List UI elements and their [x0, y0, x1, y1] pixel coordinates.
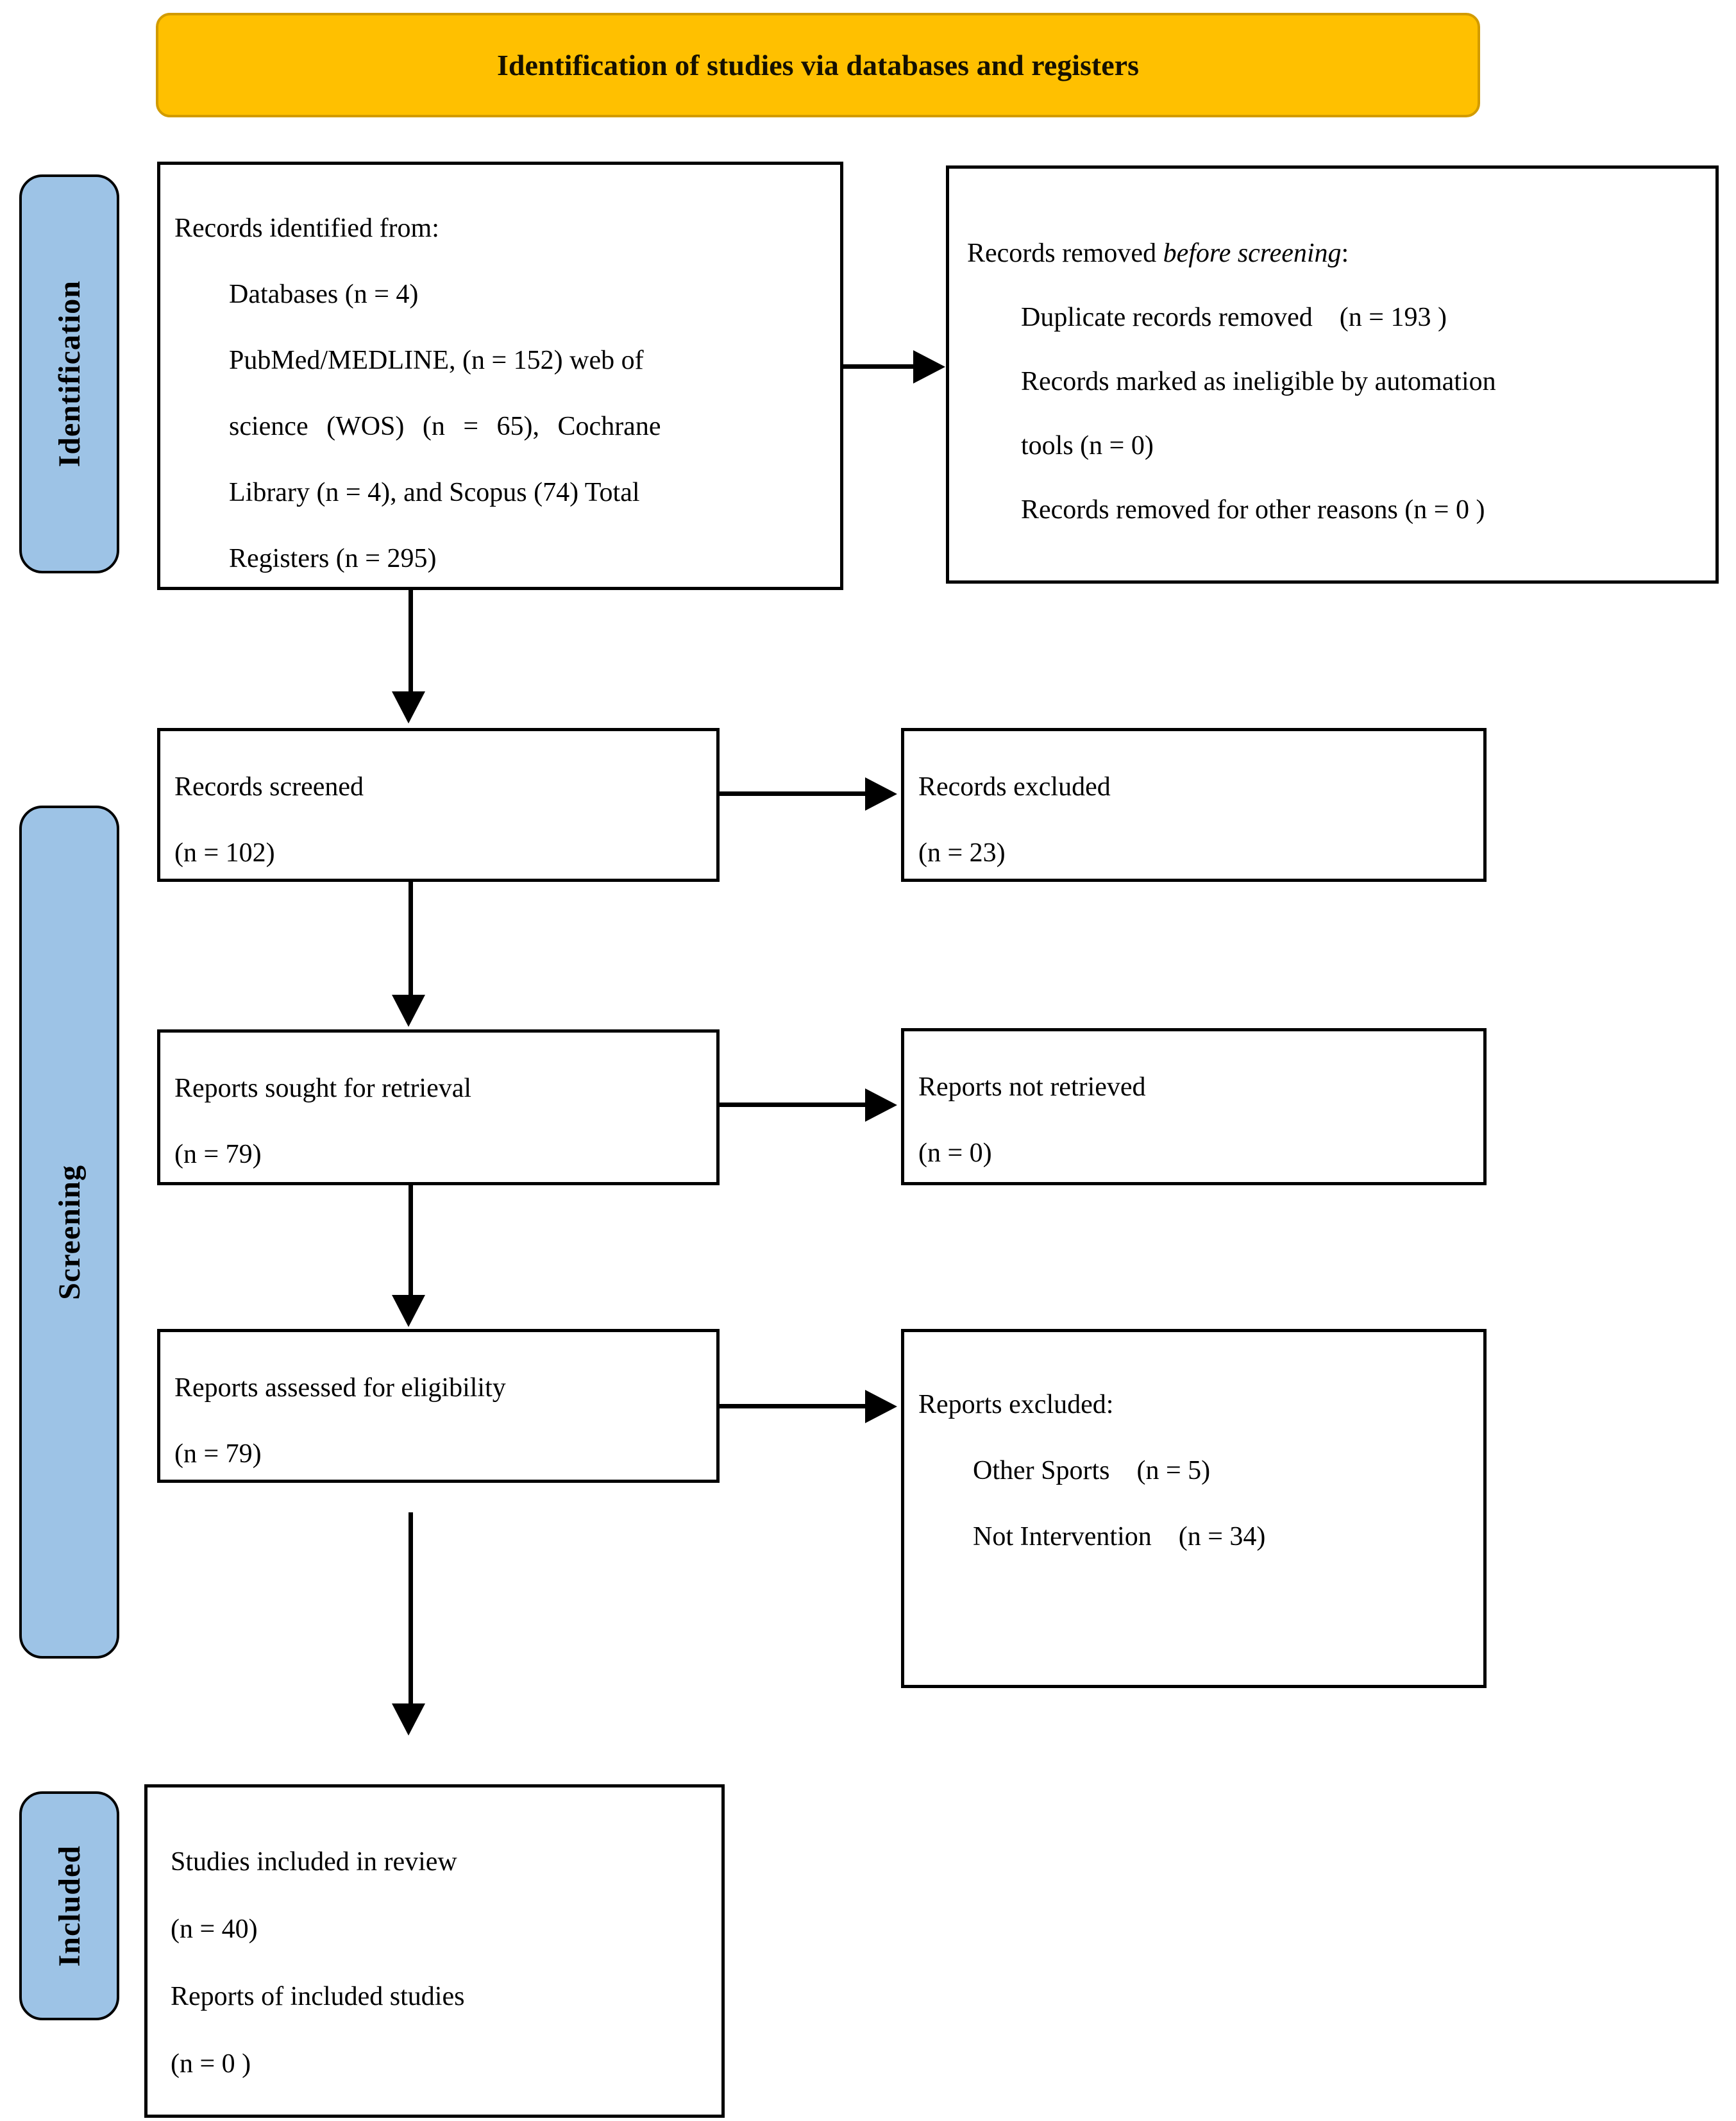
- box-line: Records marked as ineligible by automati…: [1021, 367, 1496, 396]
- studies-included-box: Studies included in review (n = 40) Repo…: [144, 1784, 725, 2118]
- box-line: (n = 102): [174, 838, 275, 868]
- stage-label-screening: Screening: [19, 806, 119, 1659]
- box-line: (n = 79): [174, 1140, 262, 1169]
- box-line: Registers (n = 295): [229, 544, 437, 573]
- box-line: Records removed before screening:: [949, 221, 1715, 285]
- box-line: Other Sports (n = 5): [973, 1456, 1211, 1485]
- box-line-text: Records removed: [967, 239, 1163, 268]
- box-line: Records excluded: [918, 772, 1111, 802]
- box-line: Records identified from:: [174, 214, 439, 243]
- arrow-sought-to-assessed: [409, 1183, 413, 1296]
- box-line: (n = 79): [174, 1439, 262, 1469]
- arrow-screened-to-excluded: [720, 791, 867, 796]
- box-line: (n = 0 ): [171, 2049, 251, 2079]
- box-line: (n = 40): [171, 1914, 258, 1944]
- box-line: Duplicate records removed (n = 193 ): [1021, 303, 1447, 332]
- box-line: (n = 23): [918, 838, 1006, 868]
- reports-sought-box: Reports sought for retrieval (n = 79): [157, 1029, 720, 1185]
- stage-label-screening-text: Screening: [52, 1164, 87, 1300]
- records-identified-box: Records identified from: Databases (n = …: [157, 162, 843, 590]
- box-line: science (WOS) (n = 65), Cochrane: [229, 412, 661, 441]
- box-line: Reports assessed for eligibility: [174, 1373, 506, 1403]
- box-line: Databases (n = 4): [229, 280, 419, 309]
- stage-label-identification-text: Identification: [52, 280, 87, 468]
- box-line-italic-text: before screening: [1163, 239, 1342, 268]
- figure-title-banner: Identification of studies via databases …: [156, 13, 1480, 117]
- records-screened-box: Records screened (n = 102): [157, 728, 720, 882]
- box-line: PubMed/MEDLINE, (n = 152) web of: [229, 346, 644, 375]
- box-line: Not Intervention (n = 34): [973, 1522, 1266, 1551]
- records-excluded-box: Records excluded (n = 23): [901, 728, 1487, 882]
- box-line: Reports excluded:: [918, 1390, 1114, 1419]
- arrowhead-screened-to-excluded: [865, 777, 897, 811]
- arrow-screened-to-sought: [409, 882, 413, 996]
- reports-excluded-box: Reports excluded: Other Sports (n = 5) N…: [901, 1329, 1487, 1688]
- box-line: tools (n = 0): [1021, 431, 1154, 461]
- arrow-assessed-to-reportsexcluded: [720, 1404, 867, 1408]
- stage-label-included: Included: [19, 1791, 119, 2020]
- figure-title: Identification of studies via databases …: [497, 49, 1139, 81]
- box-line: Reports not retrieved: [918, 1072, 1146, 1102]
- arrowhead-identified-to-removed: [913, 350, 945, 384]
- stage-label-identification: Identification: [19, 174, 119, 573]
- reports-assessed-box: Reports assessed for eligibility (n = 79…: [157, 1329, 720, 1483]
- stage-label-included-text: Included: [52, 1845, 87, 1967]
- box-line: Library (n = 4), and Scopus (74) Total: [229, 478, 640, 507]
- box-line: Records removed for other reasons (n = 0…: [1021, 495, 1485, 525]
- arrow-identified-to-removed: [843, 364, 915, 369]
- reports-not-retrieved-box: Reports not retrieved (n = 0): [901, 1028, 1487, 1185]
- arrow-assessed-to-included: [409, 1512, 413, 1705]
- arrow-sought-to-notretrieved: [720, 1103, 867, 1107]
- arrowhead-identified-to-screened: [392, 691, 425, 723]
- arrowhead-assessed-to-included: [392, 1703, 425, 1736]
- arrowhead-screened-to-sought: [392, 995, 425, 1027]
- arrowhead-assessed-to-reportsexcluded: [865, 1390, 897, 1423]
- box-line: Reports of included studies: [171, 1982, 465, 2011]
- arrowhead-sought-to-assessed: [392, 1295, 425, 1327]
- records-removed-box: Records removed before screening: Duplic…: [946, 165, 1719, 584]
- box-line: Records screened: [174, 772, 364, 802]
- arrowhead-sought-to-notretrieved: [865, 1088, 897, 1122]
- arrow-identified-to-screened: [409, 590, 413, 693]
- box-line: (n = 0): [918, 1138, 992, 1168]
- box-line: Reports sought for retrieval: [174, 1074, 472, 1103]
- box-line: Studies included in review: [171, 1847, 457, 1877]
- box-line-text: :: [1341, 239, 1349, 268]
